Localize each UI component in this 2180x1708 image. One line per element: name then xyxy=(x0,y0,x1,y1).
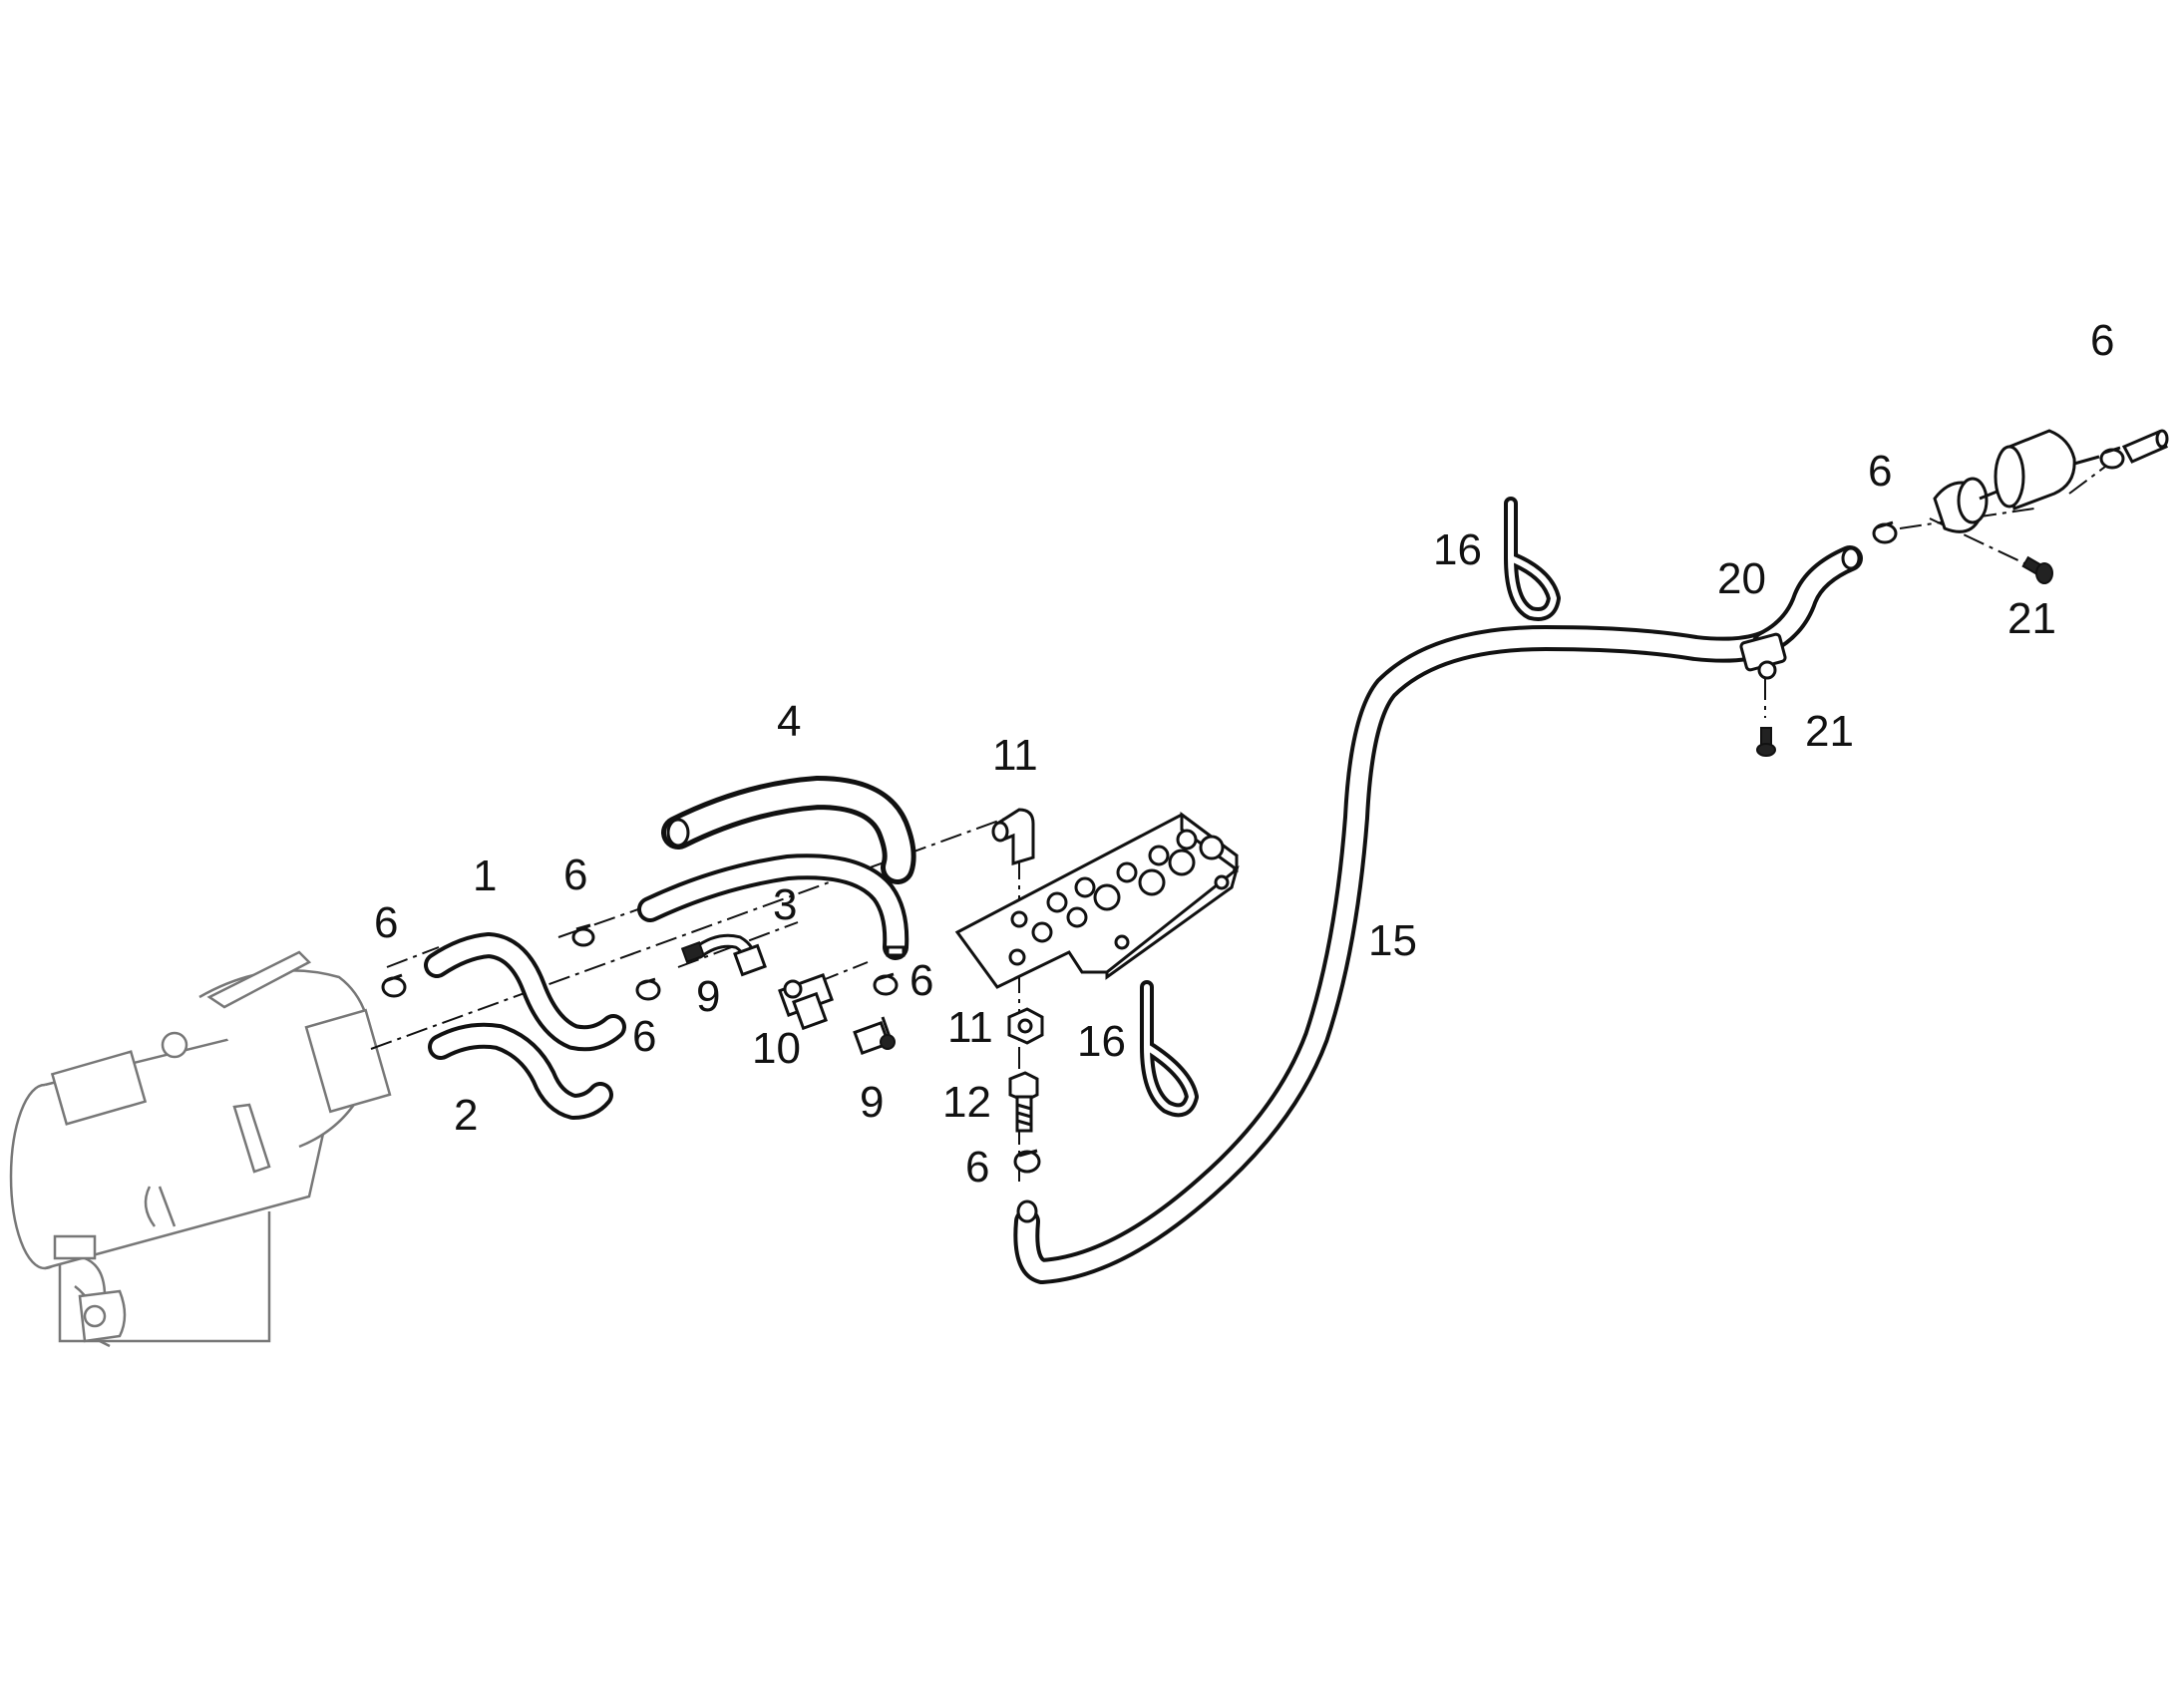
callout-9-a: 9 xyxy=(696,972,720,1021)
screw-12 xyxy=(1008,1071,1039,1133)
callout-3: 3 xyxy=(773,880,797,929)
clamp-6-g xyxy=(2099,446,2125,470)
elbow-11-top xyxy=(991,808,1035,866)
callout-16-lower: 16 xyxy=(1077,1017,1126,1066)
callout-12: 12 xyxy=(942,1078,991,1127)
callout-10: 10 xyxy=(752,1024,801,1073)
callout-21-lower: 21 xyxy=(1805,707,1854,756)
fittings xyxy=(680,933,896,1056)
callout-6-b: 6 xyxy=(563,851,587,899)
callout-6-g: 6 xyxy=(2090,316,2114,365)
callout-6-d: 6 xyxy=(909,956,933,1005)
callout-1: 1 xyxy=(473,852,497,900)
callout-6-a: 6 xyxy=(374,898,398,947)
fitting-9-upper xyxy=(680,933,767,977)
callout-15: 15 xyxy=(1368,916,1417,965)
clamp-6-f xyxy=(1872,520,1898,544)
callout-6-c: 6 xyxy=(632,1012,656,1061)
hose-4 xyxy=(661,776,916,884)
callout-labels: 1 2 3 4 6 6 6 6 6 6 6 9 9 10 11 11 12 15… xyxy=(374,316,2114,1192)
clamp-6-b xyxy=(571,923,595,947)
callout-11-top: 11 xyxy=(992,731,1038,780)
callout-21-upper: 21 xyxy=(2007,594,2056,643)
bracket-holes xyxy=(1008,829,1230,966)
screw-21-upper xyxy=(2021,555,2053,584)
mounting-bracket xyxy=(954,812,1240,989)
cable-tie-16-lower xyxy=(1140,980,1199,1118)
callout-16-upper: 16 xyxy=(1433,525,1482,574)
pipe-clip-20 xyxy=(1739,632,1787,680)
clamp-6-a xyxy=(381,973,407,998)
clamp-6-e xyxy=(1013,1149,1041,1174)
callout-11-bottom: 11 xyxy=(947,1003,993,1052)
clamp-6-c xyxy=(635,977,661,1001)
hose-3 xyxy=(637,854,909,960)
heater-unit xyxy=(9,950,392,1348)
callout-2: 2 xyxy=(454,1091,478,1140)
callout-6-e: 6 xyxy=(965,1143,989,1192)
hose-1 xyxy=(424,932,626,1052)
callout-6-f: 6 xyxy=(1868,447,1892,496)
hose-2 xyxy=(428,1022,613,1120)
fuel-line-15 xyxy=(1013,625,1778,1284)
fuel-line-20 xyxy=(1739,545,1863,680)
screw-21-lower xyxy=(1756,727,1776,757)
fitting-9-lower xyxy=(853,1016,896,1056)
callout-4: 4 xyxy=(777,697,801,746)
clamp-parts xyxy=(381,446,2125,1174)
fuel-filter-assembly xyxy=(1933,429,2169,533)
cable-tie-16-upper xyxy=(1504,497,1561,621)
tee-10 xyxy=(778,972,834,1031)
callout-9-b: 9 xyxy=(860,1078,884,1127)
nut-11 xyxy=(1007,1007,1044,1045)
callout-20: 20 xyxy=(1717,554,1766,603)
clamp-6-d xyxy=(873,972,899,996)
